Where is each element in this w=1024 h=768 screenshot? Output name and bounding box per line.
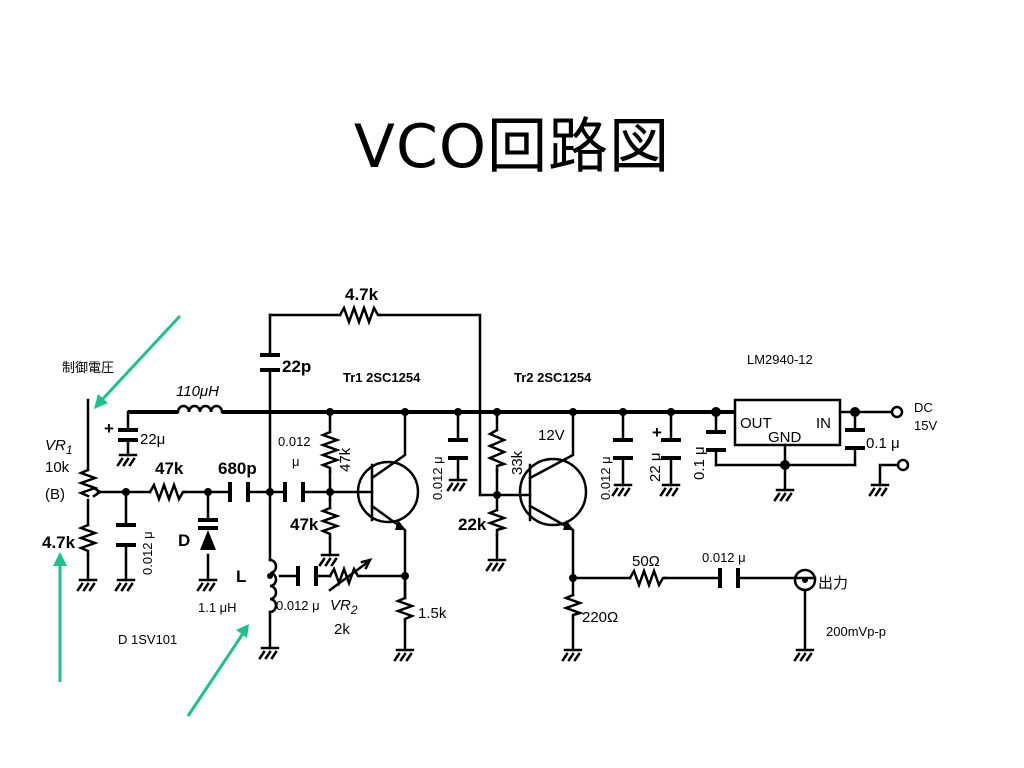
label-diode-part: D 1SV101 (118, 632, 177, 647)
grounds (76, 453, 890, 662)
annotation-arrows (53, 314, 249, 717)
terminals (793, 405, 910, 592)
cap-0012-left (116, 523, 136, 547)
resistor-47k-vert (319, 430, 341, 474)
label-control-voltage: 制御電圧 (62, 360, 114, 375)
label-tr2: Tr2 2SC1254 (514, 370, 592, 385)
label-inductor-l: L (236, 567, 246, 586)
resistor-50 (628, 567, 667, 589)
label-r-22k: 22k (458, 515, 487, 534)
resistor-1-5k (394, 596, 416, 622)
label-vr1: VR1 (45, 437, 73, 457)
cap-22p (260, 353, 280, 372)
capacitors (116, 353, 865, 588)
label-diode: D (178, 531, 190, 550)
label-plus-left: + (104, 419, 114, 438)
resistor-vr2 (328, 565, 362, 587)
label-c-0012-out: 0.012 μ (702, 550, 746, 565)
varactor-diode (198, 518, 218, 550)
label-c-0012-mid: 0.012 (278, 434, 311, 449)
inductor-l (268, 558, 278, 614)
label-r-50: 50Ω (632, 553, 660, 570)
resistor-4-7k-top (338, 304, 382, 326)
cap-22u-right (661, 438, 681, 460)
label-c-0012-vr2: 0.012 μ (276, 598, 320, 613)
label-tr1: Tr1 2SC1254 (343, 370, 421, 385)
junctions (122, 407, 860, 582)
transistor-tr2 (518, 457, 588, 530)
label-v-12v: 12V (538, 427, 565, 444)
cap-680p (228, 482, 250, 502)
resistor-4-7k-bottom (77, 523, 99, 557)
label-c-22p: 22p (282, 357, 311, 376)
label-c-01u-right: 0.1 μ (691, 446, 708, 480)
resistor-47k-lower (319, 506, 341, 540)
resistors (77, 304, 667, 622)
label-dc: DC (914, 400, 933, 415)
label-vr2-value: 2k (334, 621, 350, 638)
label-inductor-value: 1.1 μH (198, 600, 237, 615)
cap-0012-out (718, 568, 740, 588)
label-vr1-value: 10k (45, 459, 70, 476)
label-r-47k-vert: 47k (337, 447, 354, 472)
label-r-220: 220Ω (582, 609, 618, 626)
label-vr2: VR2 (330, 597, 358, 617)
inductors (176, 404, 278, 614)
label-c-0012-mid-u: μ (292, 454, 300, 469)
label-c-0012-tr2: 0.012 μ (598, 456, 613, 500)
labels: 制御電圧 VR1 10k (B) 4.7k + 22μ 110μH 47k 68… (42, 285, 937, 647)
label-reg-out: OUT (740, 415, 772, 432)
resistor-33k (486, 428, 508, 472)
cap-01u-right (706, 430, 726, 452)
label-output-level: 200mVp-p (826, 624, 886, 639)
resistor-22k (486, 508, 509, 537)
cap-0012-mid (283, 482, 305, 502)
label-c-22u-right: 22 μ (647, 453, 664, 483)
label-l-110uh: 110μH (176, 383, 219, 400)
inductor-110uh (176, 404, 224, 414)
label-r-4-7k-bottom: 4.7k (42, 533, 76, 552)
label-c-01u-in: 0.1 μ (866, 435, 900, 452)
cap-01u-in (845, 428, 865, 450)
label-c-680p: 680p (218, 459, 257, 478)
label-reg-in: IN (816, 415, 831, 432)
cap-22u-left (118, 428, 138, 442)
label-reg-gnd: GND (768, 429, 802, 446)
label-c-0012-left: 0.012 μ (140, 531, 155, 575)
resistor-220 (562, 593, 585, 620)
cap-0012-vr2 (296, 566, 318, 586)
label-regulator: LM2940-12 (747, 352, 813, 367)
cap-0012-tr2 (613, 438, 633, 460)
label-output: 出力 (818, 575, 848, 592)
label-c-0012-tr1: 0.012 μ (430, 456, 445, 500)
label-r-47k-lower: 47k (290, 515, 319, 534)
cap-0012-tr1 (448, 438, 468, 460)
label-r-33k: 33k (509, 450, 526, 475)
resistor-vr1 (77, 468, 99, 498)
label-r-1-5k: 1.5k (418, 605, 447, 622)
label-vr1-b: (B) (45, 486, 65, 503)
page-title: VCO回路図 (353, 112, 671, 182)
label-plus-right: + (652, 423, 662, 442)
regulator-box (733, 398, 842, 447)
output-connector (793, 568, 817, 592)
label-dc-v: 15V (914, 418, 937, 433)
label-r-47k: 47k (155, 459, 184, 478)
resistor-47k-horiz (148, 481, 187, 503)
transistor-tr1 (356, 460, 420, 530)
label-r-4-7k-top: 4.7k (345, 285, 379, 304)
label-c-22u-left: 22μ (140, 431, 165, 448)
